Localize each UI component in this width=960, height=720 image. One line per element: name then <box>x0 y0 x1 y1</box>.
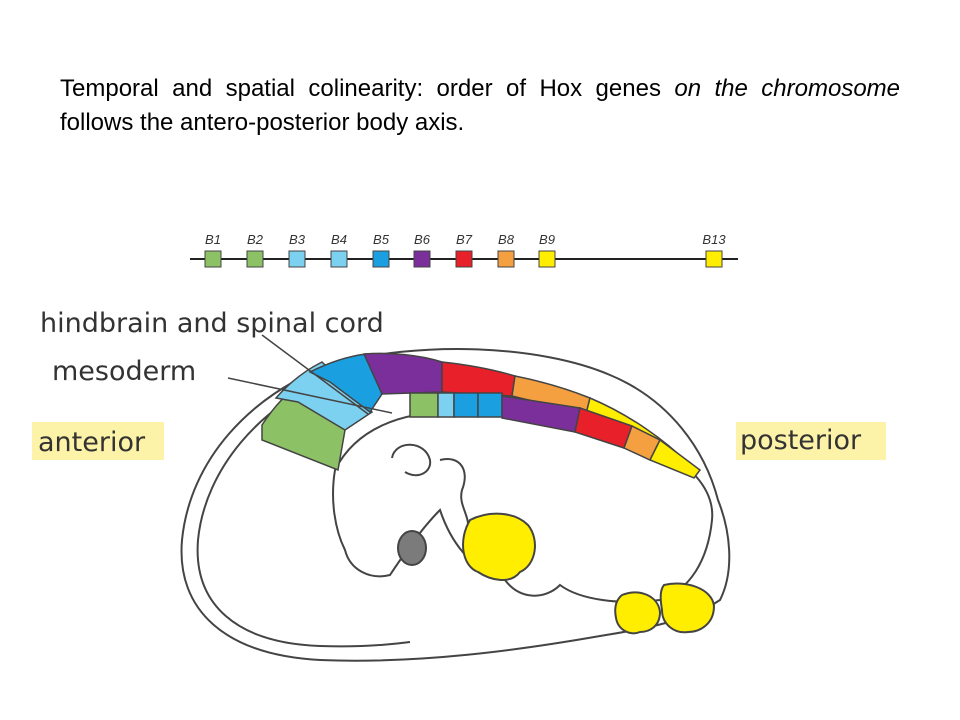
title-part-2: on the chromosome <box>674 75 901 102</box>
anterior-label: anterior <box>38 427 146 458</box>
title-part-3: follows the antero-posterior body axis. <box>60 109 465 136</box>
gene-group: B1 B2 B3 B4 B5 B6 B7 B8 B9 B13 <box>204 232 726 268</box>
gene-label-b13: B13 <box>702 232 726 247</box>
gene-label-b6: B6 <box>414 232 431 247</box>
gene-label-b9: B9 <box>539 232 555 247</box>
gene-box-b2 <box>246 250 264 268</box>
gene-label-b2: B2 <box>247 232 264 247</box>
eye <box>397 530 427 566</box>
gene-box-b5 <box>372 250 390 268</box>
meso-blue-2 <box>477 392 503 418</box>
ear <box>391 443 432 477</box>
gene-box-b6 <box>413 250 431 268</box>
mesoderm-segments <box>409 392 702 479</box>
gene-box-b8 <box>497 250 515 268</box>
gene-label-b7: B7 <box>456 232 473 247</box>
hindbrain-label: hindbrain and spinal cord <box>40 308 384 339</box>
hb-red <box>441 361 516 397</box>
embryo <box>180 348 731 662</box>
gene-label-b3: B3 <box>289 232 306 247</box>
gene-box-b9 <box>538 250 556 268</box>
mesoderm-pointer <box>227 377 393 414</box>
gene-box-b4 <box>330 250 348 268</box>
gene-box-b3 <box>288 250 306 268</box>
forelimb <box>462 512 536 581</box>
title-part-1: Temporal and spatial colinearity: order … <box>60 75 675 102</box>
embryo-inner-outline <box>196 377 411 648</box>
meso-blue-1 <box>453 392 479 418</box>
hb-blue <box>308 353 383 414</box>
gene-box-b7 <box>455 250 473 268</box>
gene-box-b1 <box>204 250 222 268</box>
meso-green <box>409 392 439 418</box>
meso-yellow <box>648 438 702 479</box>
chromosome: B1 B2 B3 B4 B5 B6 B7 B8 B9 B13 <box>190 232 738 268</box>
gene-label-b5: B5 <box>373 232 390 247</box>
hindlimb-right <box>659 582 716 634</box>
anterior-highlight <box>32 422 164 460</box>
gene-label-b4: B4 <box>331 232 347 247</box>
posterior-highlight <box>736 422 886 460</box>
hindbrain-pointer <box>261 334 369 415</box>
gene-label-b8: B8 <box>498 232 515 247</box>
gene-box-b13 <box>705 250 723 268</box>
gene-label-b1: B1 <box>205 232 221 247</box>
branchial-arch <box>439 458 470 531</box>
slide-title: Temporal and spatial colinearity: order … <box>60 72 900 140</box>
posterior-label: posterior <box>740 425 862 456</box>
hindlimb-left <box>614 591 662 635</box>
meso-lightblue-1 <box>437 392 455 418</box>
mesoderm-label: mesoderm <box>52 356 196 387</box>
